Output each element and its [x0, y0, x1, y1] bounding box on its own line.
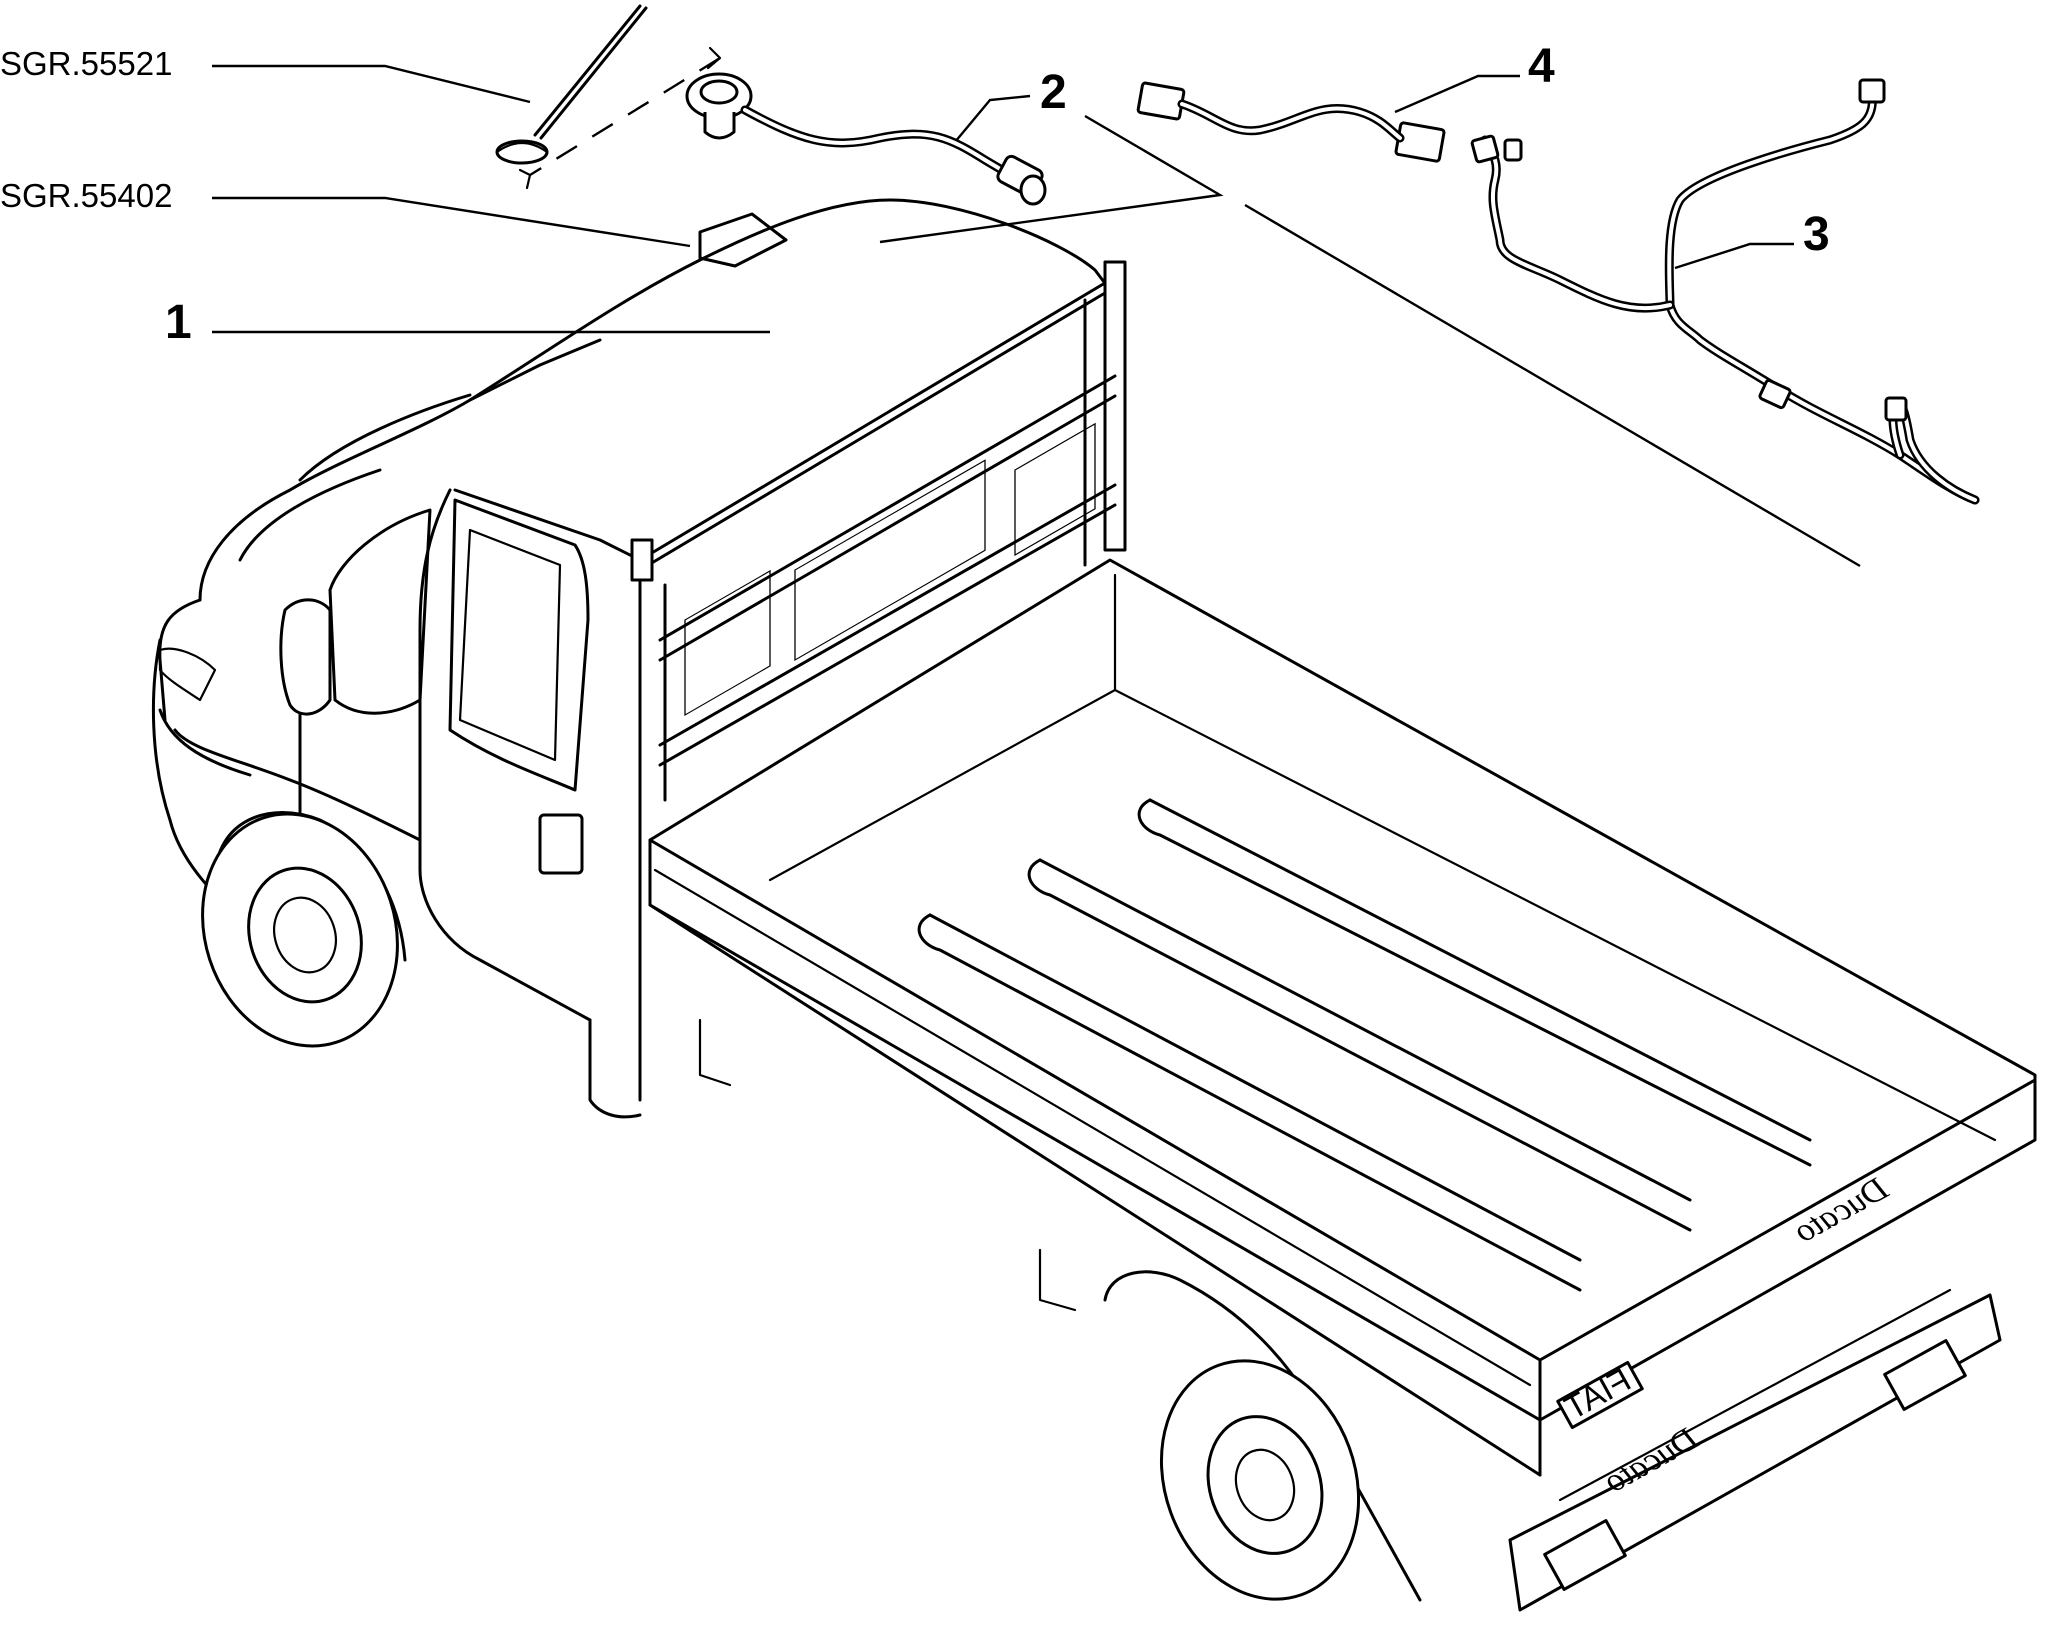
callout-sgr-55521: SGR.55521: [0, 45, 172, 82]
callout-item-1: 1: [165, 296, 192, 349]
leader-sgr-55402: [212, 196, 691, 248]
leader-item-4: [1394, 74, 1520, 114]
roof-cable-part-2: [685, 72, 1047, 206]
rear-harness-part-3: [1470, 78, 1980, 505]
leader-item-2-roof: [879, 114, 1224, 244]
leader-item-2-extension: [1244, 203, 1861, 568]
callout-item-2: 2: [1040, 66, 1067, 119]
leader-sgr-55521: [212, 64, 531, 104]
leader-item-3: [1674, 242, 1794, 270]
tailgate-badge-ducato: Ducato: [1788, 1169, 1894, 1250]
leader-item-2: [954, 94, 1031, 143]
bumper-badge-ducato: Ducato: [1598, 1419, 1704, 1500]
antenna-part: [495, 4, 722, 190]
jumper-harness-part-4: [1136, 81, 1446, 163]
leader-lines: [212, 64, 1861, 568]
callout-item-4: 4: [1528, 40, 1555, 93]
pickup-truck-illustration: Ducato FIAT Ducato: [151, 198, 2037, 1612]
callout-sgr-55402: SGR.55402: [0, 177, 172, 214]
callout-item-3: 3: [1803, 208, 1830, 261]
